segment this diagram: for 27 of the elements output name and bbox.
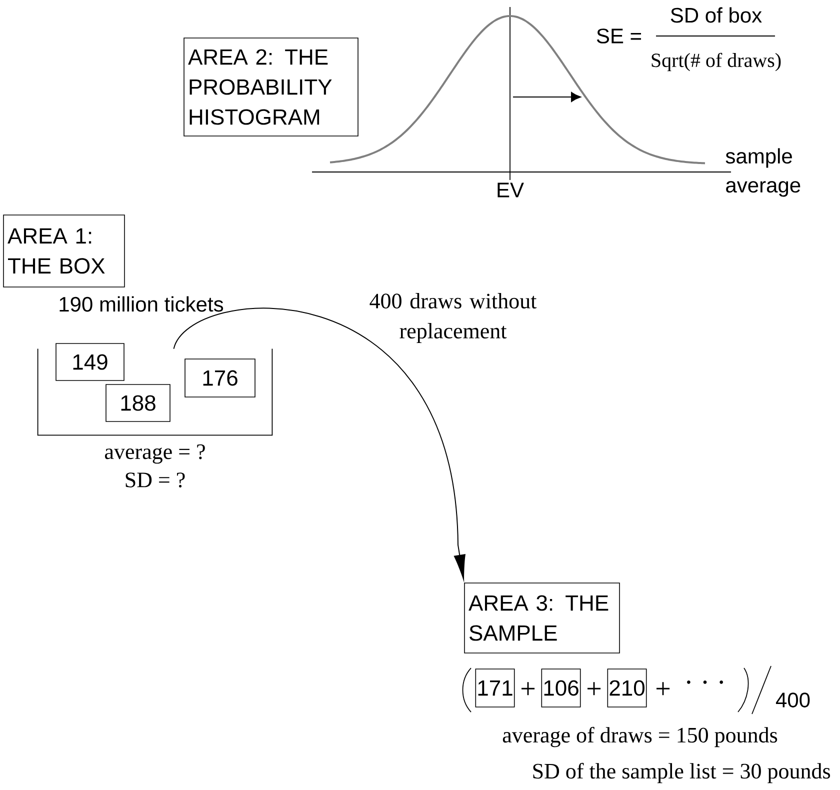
operator-sign: + (656, 682, 670, 696)
open-box (37, 348, 273, 436)
formula-text: Sqrt(# of draws) (652, 52, 781, 72)
operator-sign: + (588, 682, 601, 696)
area-box: AREA 3: THE SAMPLE (464, 582, 620, 654)
formula-text: SE = (596, 28, 641, 44)
divisor-text: 400 (776, 692, 810, 708)
note-text: SD of the sample list = 30 pounds (533, 762, 830, 784)
note-text: SD = ? (126, 472, 185, 488)
formula-text: SD of box (670, 7, 762, 23)
curved-arrow (173, 308, 466, 580)
note-text: average = ? (105, 444, 205, 464)
axis-label: EV (498, 182, 524, 198)
ticket-box: 176 (184, 358, 256, 398)
ticket-box: 171 (475, 668, 515, 708)
operator-sign: + (522, 682, 535, 696)
area-box: AREA 2: THE PROBABILITY HISTOGRAM (184, 38, 358, 136)
edge-label: 400 draws without replacement (370, 293, 537, 343)
ticket-box: 210 (607, 668, 647, 708)
axis-label: sample average (726, 148, 800, 197)
ticket-box: 106 (541, 668, 581, 708)
ticket-box: 149 (56, 343, 124, 381)
area-box: AREA 1: THE BOX (3, 214, 125, 288)
note-text: average of draws = 150 pounds (502, 726, 778, 748)
caption-text: 190 million tickets (60, 296, 224, 312)
ticket-box: 188 (106, 384, 170, 422)
ellipsis-text: · · · (687, 680, 723, 684)
